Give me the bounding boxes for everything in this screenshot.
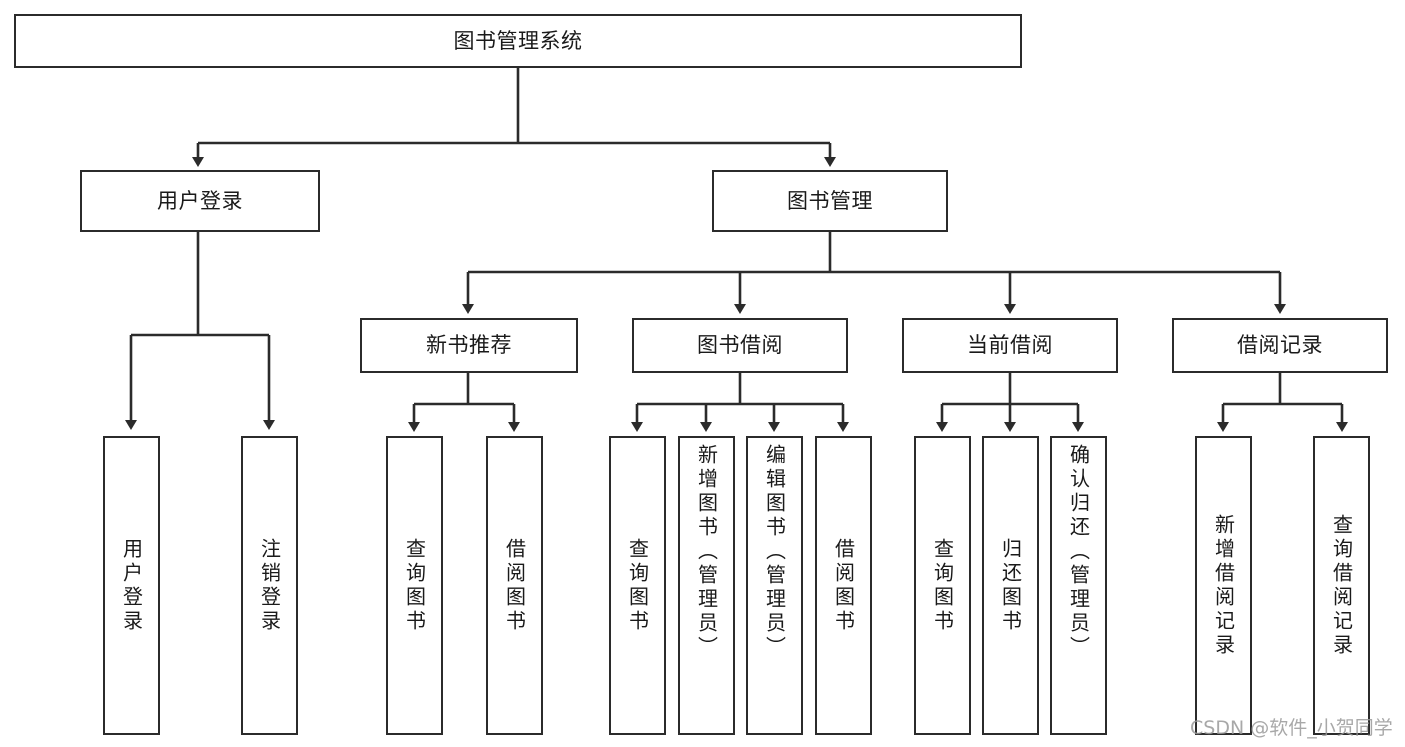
leaf-add-borrow-record[interactable]: 新增借阅记录 — [1195, 436, 1252, 735]
leaf-confirm-return-admin[interactable]: 确认归还（管理员） — [1050, 436, 1107, 735]
node-user-login[interactable]: 用户登录 — [80, 170, 320, 232]
node-root-book-management-system[interactable]: 图书管理系统 — [14, 14, 1022, 68]
node-label: 查询图书 — [930, 537, 955, 634]
node-label: 用户登录 — [119, 537, 144, 634]
leaf-query-borrow-record[interactable]: 查询借阅记录 — [1313, 436, 1370, 735]
node-label: 新增借阅记录 — [1211, 513, 1236, 658]
leaf-query-book-borrow[interactable]: 查询图书 — [609, 436, 666, 735]
leaf-user-login[interactable]: 用户登录 — [103, 436, 160, 735]
node-label: 用户登录 — [157, 188, 243, 213]
node-new-book-recommendation[interactable]: 新书推荐 — [360, 318, 578, 373]
node-label: 图书管理系统 — [453, 28, 583, 53]
leaf-edit-book-admin[interactable]: 编辑图书（管理员） — [746, 436, 803, 735]
node-label: 查询图书 — [625, 537, 650, 634]
node-borrowing-records[interactable]: 借阅记录 — [1172, 318, 1388, 373]
node-label: 新书推荐 — [426, 333, 512, 358]
leaf-query-book-current[interactable]: 查询图书 — [914, 436, 971, 735]
node-label: 借阅记录 — [1237, 333, 1323, 358]
node-label: 查询图书 — [402, 537, 427, 634]
node-label: 当前借阅 — [967, 333, 1053, 358]
node-label: 新增图书（管理员） — [694, 444, 719, 660]
node-label: 编辑图书（管理员） — [762, 444, 787, 660]
leaf-borrow-book[interactable]: 借阅图书 — [815, 436, 872, 735]
node-label: 借阅图书 — [831, 537, 856, 634]
node-label: 查询借阅记录 — [1329, 513, 1354, 658]
csdn-watermark: CSDN @软件_小贺同学 — [1190, 717, 1393, 739]
node-label: 确认归还（管理员） — [1066, 444, 1091, 660]
node-label: 借阅图书 — [502, 537, 527, 634]
leaf-logout[interactable]: 注销登录 — [241, 436, 298, 735]
node-label: 注销登录 — [257, 537, 282, 634]
node-book-management[interactable]: 图书管理 — [712, 170, 948, 232]
leaf-query-book-new[interactable]: 查询图书 — [386, 436, 443, 735]
node-current-borrowing[interactable]: 当前借阅 — [902, 318, 1118, 373]
leaf-borrow-book-new[interactable]: 借阅图书 — [486, 436, 543, 735]
node-label: 归还图书 — [998, 537, 1023, 634]
leaf-add-book-admin[interactable]: 新增图书（管理员） — [678, 436, 735, 735]
node-label: 图书管理 — [787, 188, 873, 213]
node-book-borrowing[interactable]: 图书借阅 — [632, 318, 848, 373]
leaf-return-book[interactable]: 归还图书 — [982, 436, 1039, 735]
node-label: 图书借阅 — [697, 333, 783, 358]
